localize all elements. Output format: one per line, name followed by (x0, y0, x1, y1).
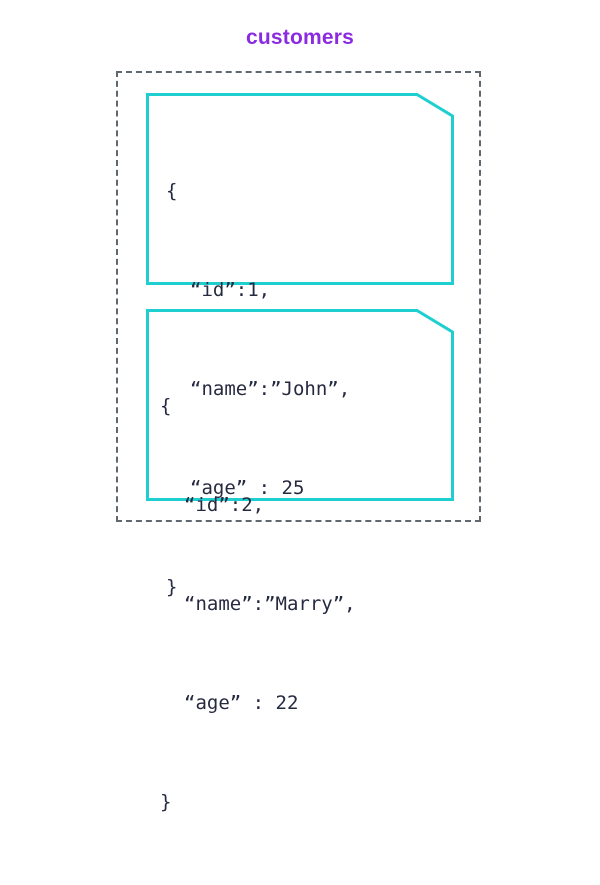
collection-container (116, 71, 481, 522)
document-frame (146, 309, 454, 501)
open-brace: { (160, 395, 172, 417)
document-frame (146, 93, 454, 285)
document-card: { “id”:1, “name”:”John”, “age” : 25 } (146, 93, 454, 598)
json-field-id: “id”:2, (184, 494, 265, 516)
document-card: { “id”:2, “name”:”Marry”, “age” : 22 } (146, 309, 454, 813)
json-field-age: “age” : 25 (190, 477, 305, 499)
json-field-age: “age” : 22 (184, 692, 299, 714)
open-brace: { (166, 180, 178, 202)
collection-title: customers (245, 26, 354, 49)
close-brace: } (160, 791, 172, 813)
json-field-name: “name”:”John”, (190, 378, 351, 400)
document-json: { “id”:2, “name”:”Marry”, “age” : 22 } (160, 324, 356, 885)
json-field-id: “id”:1, (190, 279, 271, 301)
json-field-name: “name”:”Marry”, (184, 593, 356, 615)
